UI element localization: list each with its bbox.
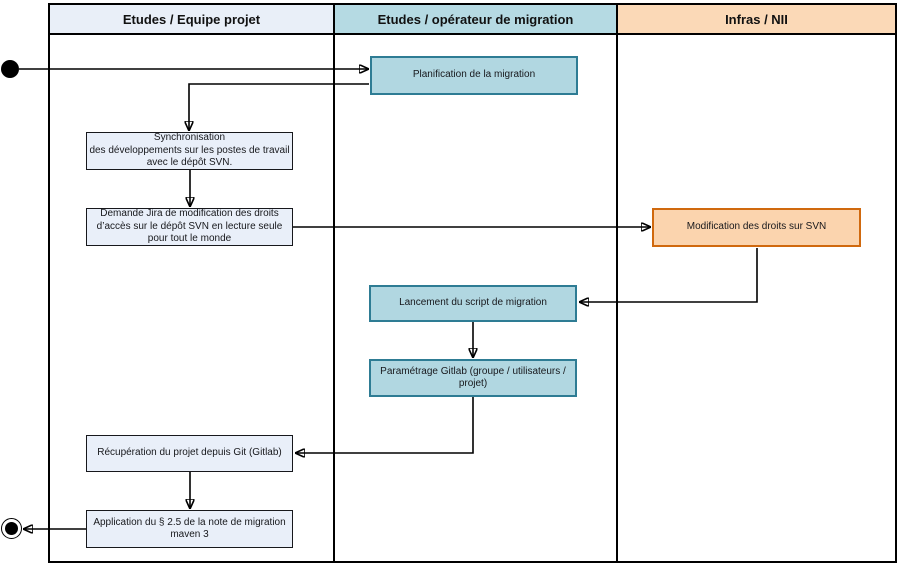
activity-synchronisation-svn: Synchronisation des développements sur l…: [86, 132, 293, 170]
activity-label: Modification des droits sur SVN: [686, 221, 827, 233]
final-node-inner-dot: [5, 522, 18, 535]
activity-recuperation-projet-git: Récupération du projet depuis Git (Gitla…: [86, 435, 293, 472]
final-node-icon: [1, 518, 22, 539]
activity-label: Synchronisation des développements sur l…: [89, 132, 290, 169]
lane-title: Etudes / opérateur de migration: [377, 11, 574, 27]
activity-label: Demande Jira de modification des droits …: [96, 208, 283, 245]
lane-title: Infras / NII: [725, 11, 788, 27]
activity-modification-droits-svn: Modification des droits sur SVN: [652, 208, 861, 247]
activity-label: Application du § 2.5 de la note de migra…: [93, 516, 286, 541]
activity-lancement-script-migration: Lancement du script de migration: [369, 285, 577, 322]
initial-node-icon: [1, 60, 19, 78]
activity-application-note-migration: Application du § 2.5 de la note de migra…: [86, 510, 293, 548]
lane-header-infras-nii: Infras / NII: [618, 5, 895, 35]
activity-demande-jira-droits: Demande Jira de modification des droits …: [86, 208, 293, 246]
lane-header-etudes-equipe-projet: Etudes / Equipe projet: [50, 5, 333, 35]
activity-label: Planification de la migration: [412, 69, 536, 81]
activity-parametrage-gitlab: Paramétrage Gitlab (groupe / utilisateur…: [369, 359, 577, 397]
lane-etudes-operateur-migration: Etudes / opérateur de migration: [333, 5, 616, 561]
activity-label: Lancement du script de migration: [399, 297, 547, 309]
lane-etudes-equipe-projet: Etudes / Equipe projet: [50, 5, 333, 561]
activity-label: Paramétrage Gitlab (groupe / utilisateur…: [380, 365, 566, 390]
lane-header-etudes-operateur-migration: Etudes / opérateur de migration: [335, 5, 616, 35]
activity-label: Récupération du projet depuis Git (Gitla…: [97, 447, 282, 459]
lane-infras-nii: Infras / NII: [616, 5, 895, 561]
lane-title: Etudes / Equipe projet: [122, 11, 261, 27]
activity-planification-migration: Planification de la migration: [370, 56, 578, 95]
